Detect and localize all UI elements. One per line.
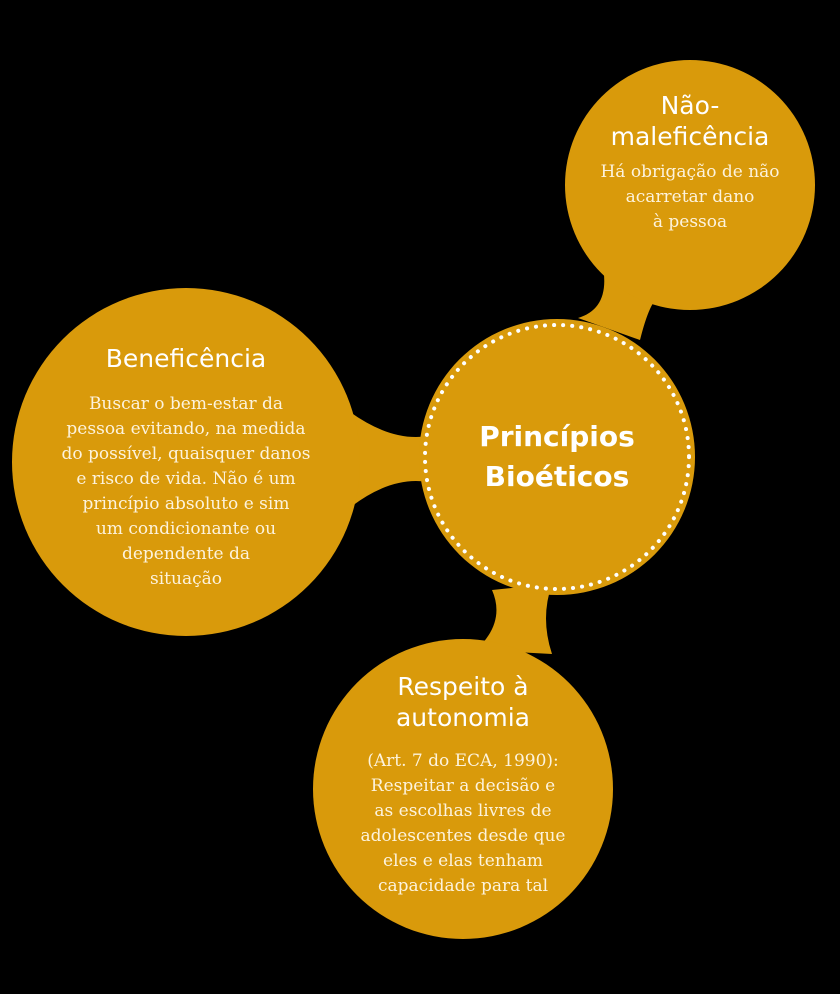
body-line: princípio absoluto e sim bbox=[82, 494, 290, 514]
respeito-autonomia-content: Respeito à autonomia (Art. 7 do ECA, 199… bbox=[313, 639, 613, 939]
body-line: do possível, quaisquer danos bbox=[61, 444, 311, 464]
body-line: um condicionante ou bbox=[95, 519, 277, 539]
title-line: Bioéticos bbox=[484, 460, 630, 493]
title-line: autonomia bbox=[395, 703, 531, 732]
body-line: acarretar dano bbox=[625, 187, 755, 207]
respeito-autonomia-description: (Art. 7 do ECA, 1990): Respeitar a decis… bbox=[361, 749, 566, 899]
body-line: situação bbox=[150, 569, 222, 589]
node-beneficencia bbox=[12, 288, 360, 636]
node-nao-maleficencia bbox=[565, 60, 815, 310]
body-line: capacidade para tal bbox=[377, 876, 549, 896]
body-line: à pessoa bbox=[652, 212, 728, 232]
beneficencia-content: Beneficência Buscar o bem-estar da pesso… bbox=[12, 288, 360, 636]
title-line: Princípios bbox=[479, 420, 635, 453]
body-line: as escolhas livres de bbox=[374, 801, 552, 821]
body-line: eles e elas tenham bbox=[383, 851, 543, 871]
title-line: maleficência bbox=[610, 122, 770, 151]
center-content: Princípios Bioéticos bbox=[419, 319, 695, 595]
body-line: (Art. 7 do ECA, 1990): bbox=[367, 751, 559, 771]
nao-maleficencia-description: Há obrigação de não acarretar dano à pes… bbox=[600, 160, 779, 235]
dotted-ring bbox=[423, 323, 691, 591]
beneficencia-description: Buscar o bem-estar da pessoa evitando, n… bbox=[62, 392, 311, 592]
body-line: Há obrigação de não bbox=[600, 162, 780, 182]
body-line: Respeitar a decisão e bbox=[370, 776, 556, 796]
connector-nao-maleficencia bbox=[578, 262, 660, 340]
connector-beneficencia bbox=[350, 412, 428, 506]
body-line: pessoa evitando, na medida bbox=[66, 419, 306, 439]
title-line: Não- bbox=[660, 91, 720, 120]
respeito-autonomia-title: Respeito à autonomia bbox=[396, 671, 530, 733]
connectors bbox=[350, 262, 660, 654]
body-line: adolescentes desde que bbox=[360, 826, 566, 846]
center-title: Princípios Bioéticos bbox=[479, 417, 635, 497]
title-line: Respeito à bbox=[397, 672, 529, 701]
node-center bbox=[419, 319, 695, 595]
beneficencia-title: Beneficência bbox=[106, 343, 267, 374]
connector-respeito-autonomia bbox=[476, 584, 552, 654]
nao-maleficencia-title: Não- maleficência bbox=[611, 90, 770, 152]
title-line: Beneficência bbox=[105, 344, 267, 373]
nao-maleficencia-content: Não- maleficência Há obrigação de não ac… bbox=[565, 60, 815, 310]
body-line: dependente da bbox=[121, 544, 251, 564]
body-line: e risco de vida. Não é um bbox=[76, 469, 296, 489]
node-respeito-autonomia bbox=[313, 639, 613, 939]
body-line: Buscar o bem-estar da bbox=[88, 394, 284, 414]
